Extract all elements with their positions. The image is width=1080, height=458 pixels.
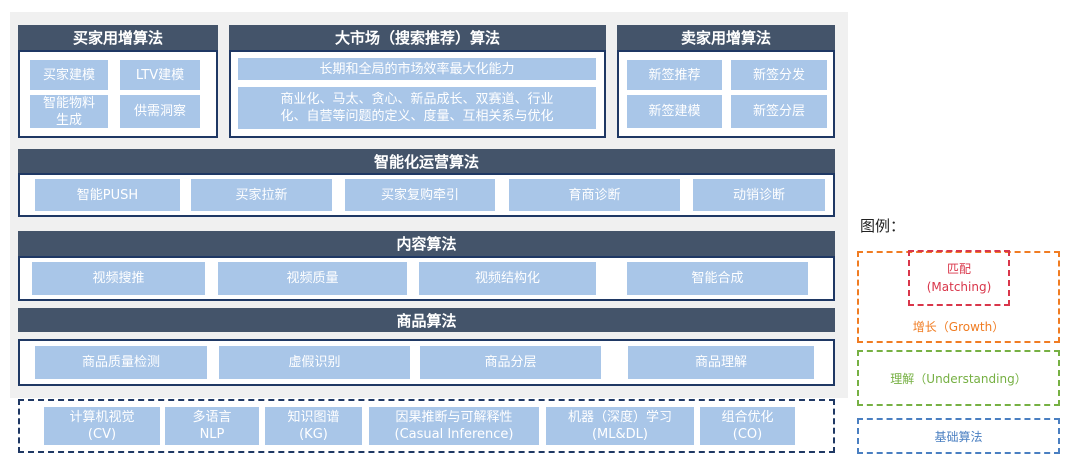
fake-detection-cell: 虚假识别 [219, 346, 410, 379]
seller-growth-header: 卖家用增算法 [617, 25, 835, 50]
smart-material-cell: 智能物料 生成 [30, 95, 108, 128]
legend-matching-box: 匹配 (Matching) [908, 250, 1010, 306]
big-market-header: 大市场（搜索推荐）算法 [229, 25, 606, 50]
content-header: 内容算法 [18, 231, 835, 256]
causal-inference-cell: 因果推断与可解释性 (Casual Inference) [369, 407, 539, 445]
foundation-frame [18, 399, 835, 453]
new-seller-recommend-cell: 新签推荐 [627, 60, 722, 90]
supply-demand-insight-cell: 供需洞察 [120, 95, 200, 128]
buyer-growth-header: 买家用增算法 [18, 25, 218, 50]
buyer-repurchase-cell: 买家复购牵引 [345, 179, 495, 211]
market-problems-cell: 商业化、马太、贪心、新品成长、双赛道、行业 化、自营等问题的定义、度量、互相关系… [238, 87, 596, 129]
operations-header: 智能化运营算法 [18, 149, 835, 173]
new-seller-tiering-cell: 新签分层 [731, 95, 827, 128]
legend-growth-label: 增长（Growth） [912, 320, 1005, 334]
new-seller-distribution-cell: 新签分发 [731, 60, 827, 90]
legend-matching-label: 匹配 (Matching) [926, 262, 992, 294]
sales-diagnosis-cell: 动销诊断 [693, 179, 825, 211]
merchant-diagnosis-cell: 育商诊断 [509, 179, 680, 211]
legend-growth-box: 增长（Growth） [857, 251, 1060, 343]
combinatorial-optimization-cell: 组合优化 (CO) [700, 407, 795, 445]
cv-cell: 计算机视觉 (CV) [44, 407, 160, 445]
new-seller-modeling-cell: 新签建模 [627, 95, 722, 128]
buyer-acquisition-cell: 买家拉新 [191, 179, 332, 211]
product-header: 商品算法 [18, 308, 835, 332]
product-understanding-cell: 商品理解 [628, 346, 814, 379]
machine-learning-cell: 机器（深度）学习 (ML&DL) [546, 407, 694, 445]
ltv-modeling-cell: LTV建模 [120, 60, 200, 90]
video-search-cell: 视频搜推 [32, 262, 205, 295]
legend-base-box: 基础算法 [857, 418, 1060, 454]
product-tiering-cell: 商品分层 [420, 346, 601, 379]
legend-title: 图例： [860, 217, 906, 235]
video-structuring-cell: 视频结构化 [419, 262, 596, 295]
product-quality-cell: 商品质量检测 [35, 346, 207, 379]
smart-push-cell: 智能PUSH [35, 179, 180, 211]
legend-base-label: 基础算法 [934, 429, 983, 444]
smart-synthesis-cell: 智能合成 [627, 262, 808, 295]
legend-understanding-label: 理解（Understanding） [890, 371, 1027, 386]
market-efficiency-cell: 长期和全局的市场效率最大化能力 [238, 58, 596, 80]
knowledge-graph-cell: 知识图谱 (KG) [265, 407, 362, 445]
nlp-cell: 多语言 NLP [165, 407, 259, 445]
buyer-modeling-cell: 买家建模 [30, 60, 108, 90]
video-quality-cell: 视频质量 [218, 262, 407, 295]
legend-understanding-box: 理解（Understanding） [857, 350, 1060, 406]
